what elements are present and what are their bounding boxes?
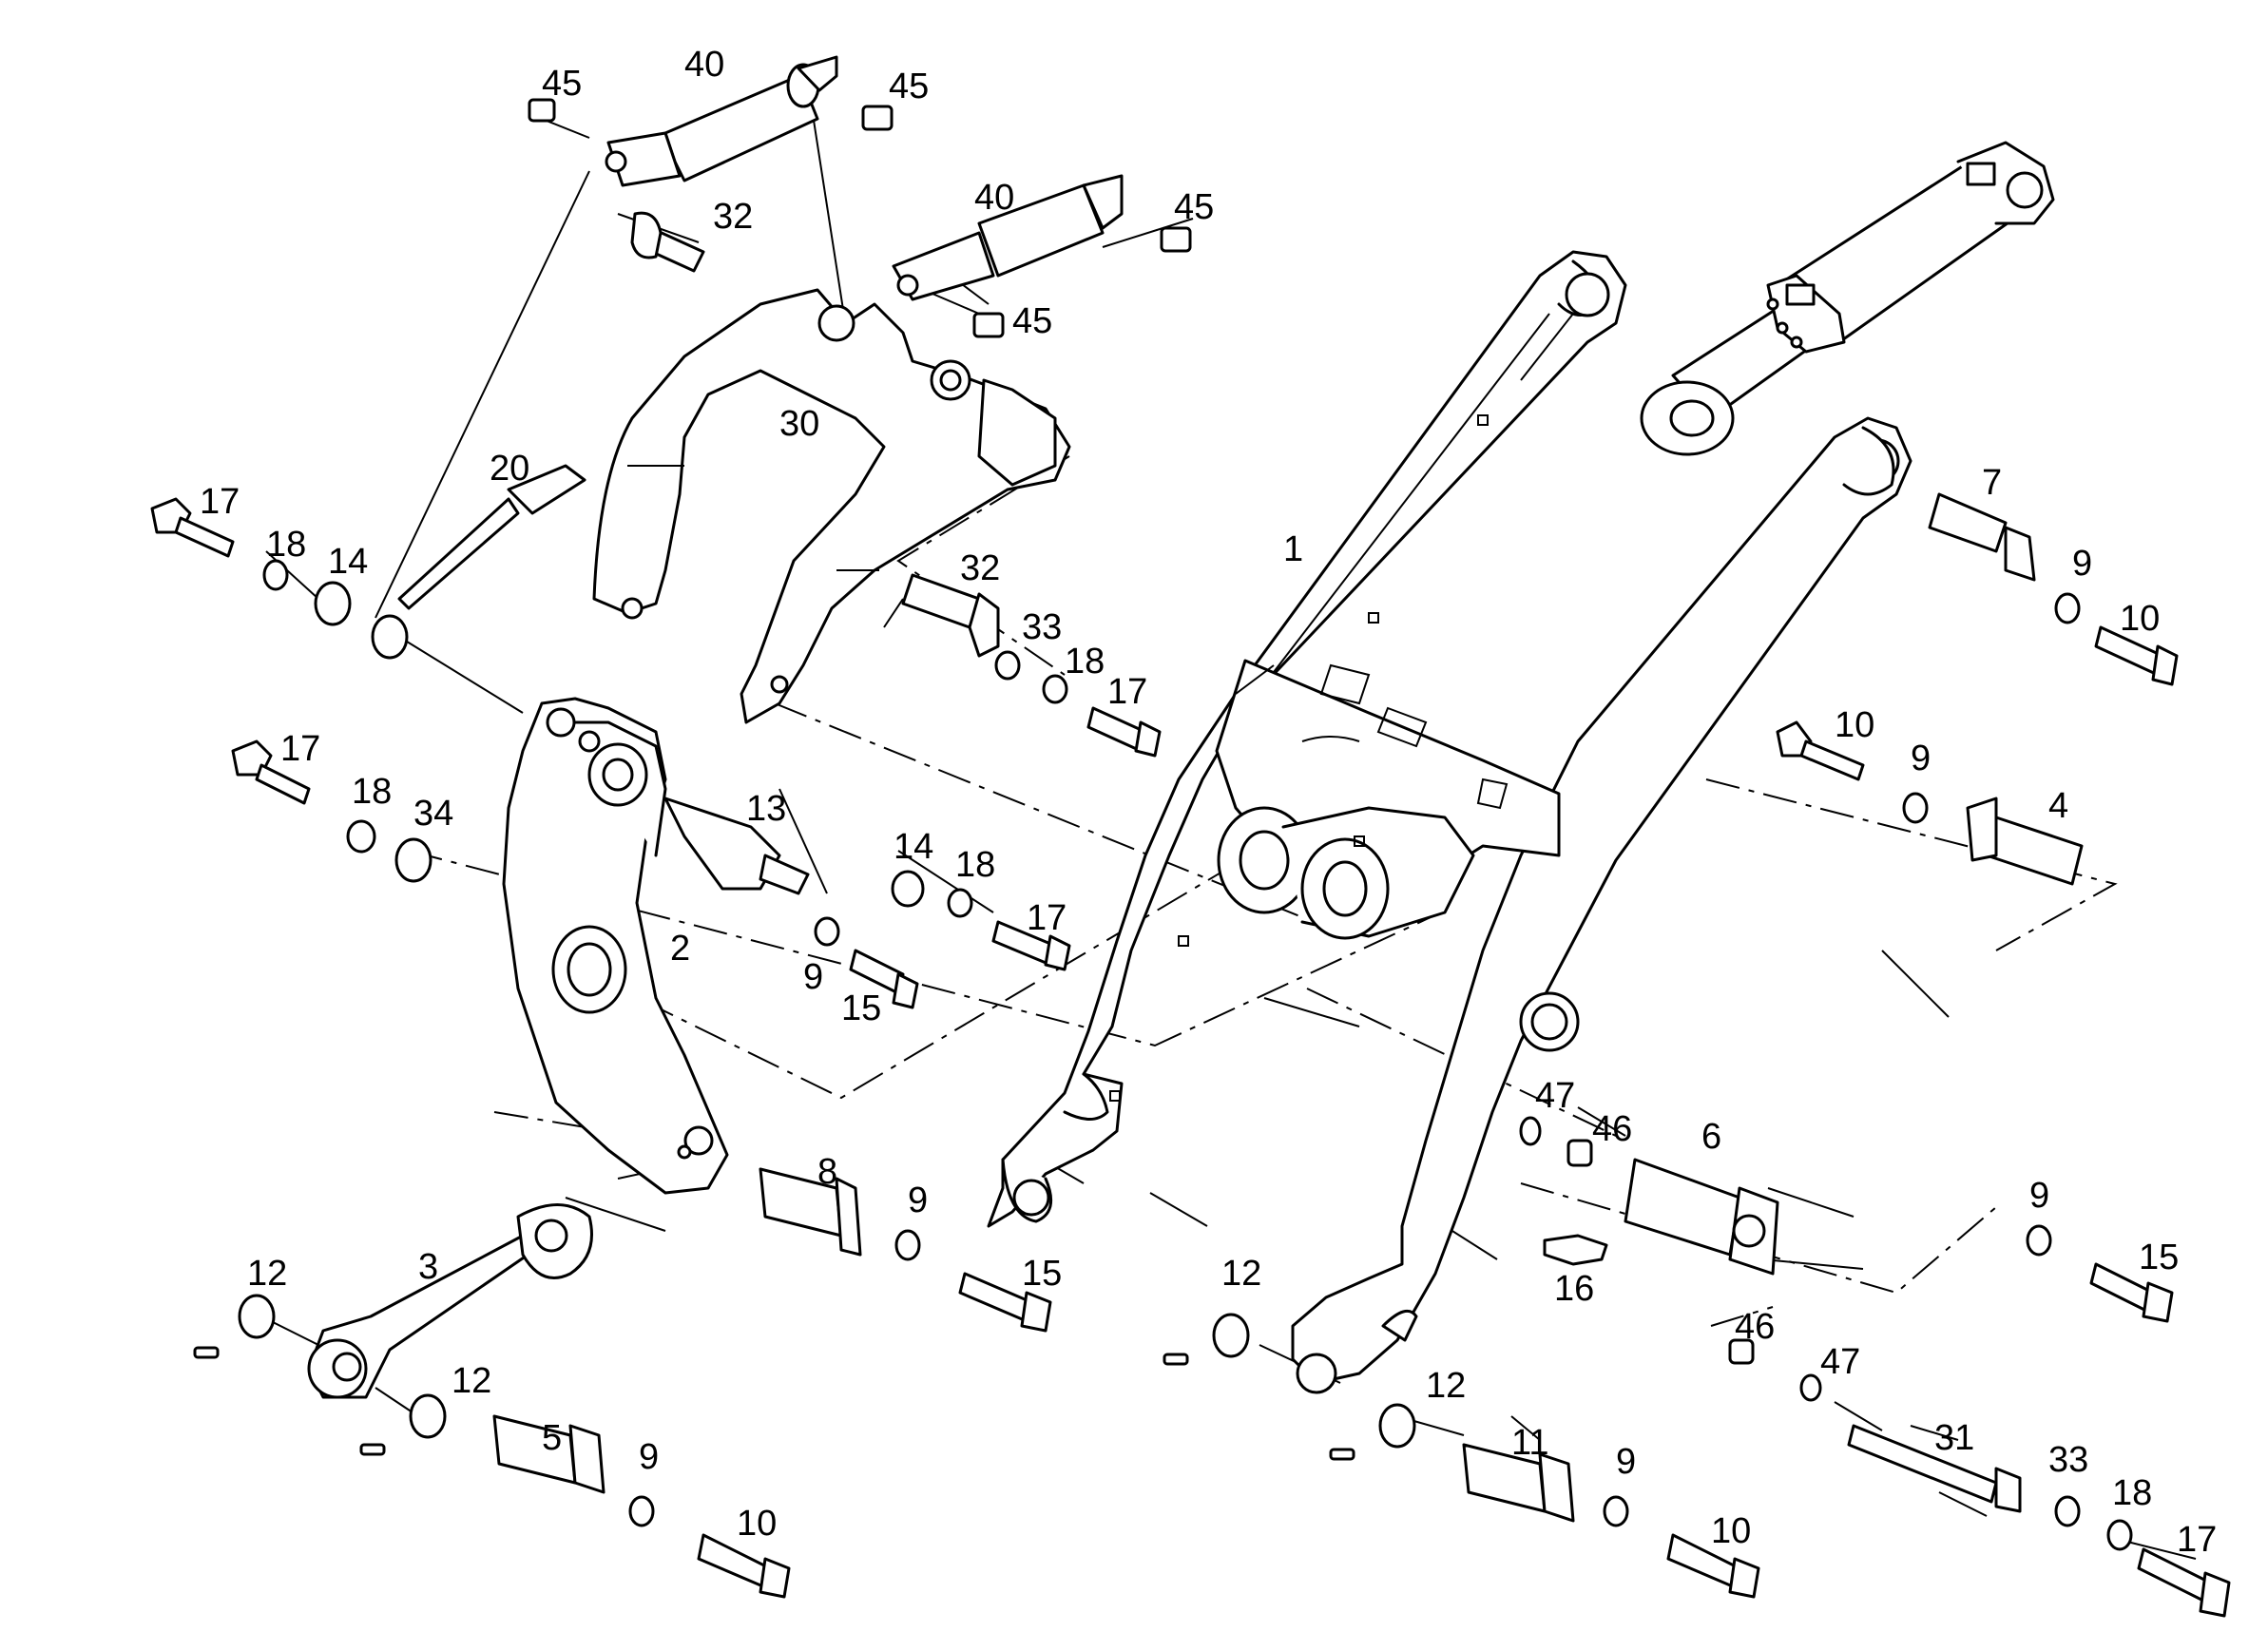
pins xyxy=(492,55,2084,1523)
callout-label: 1 xyxy=(1283,529,1303,569)
callout-label: 9 xyxy=(1616,1442,1636,1482)
callout-label: 8 xyxy=(817,1152,837,1192)
assembly-centerlines xyxy=(408,455,2118,1327)
callout-label: 2 xyxy=(670,929,690,969)
callout-label: 46 xyxy=(1735,1307,1775,1347)
connecting-link xyxy=(307,1203,593,1399)
callout-label: 31 xyxy=(1934,1418,1974,1458)
callout-label: 33 xyxy=(2048,1440,2088,1480)
callout-label: 15 xyxy=(841,989,881,1028)
callout-label: 6 xyxy=(1701,1117,1721,1157)
callout-label: 9 xyxy=(803,957,823,997)
fasteners xyxy=(150,464,2231,1618)
callout-label: 32 xyxy=(713,197,753,237)
bellcrank-lever xyxy=(502,697,729,1195)
callout-label: 11 xyxy=(1511,1423,1548,1463)
callout-label: 9 xyxy=(639,1437,659,1477)
callout-label: 17 xyxy=(280,729,320,769)
callout-label: 45 xyxy=(1012,301,1052,341)
callout-label: 45 xyxy=(889,67,929,106)
hydraulic-cylinder xyxy=(1640,141,2055,456)
callout-label: 12 xyxy=(247,1254,287,1294)
callout-label: 18 xyxy=(266,525,306,565)
callout-label: 40 xyxy=(684,45,724,85)
callout-label: 18 xyxy=(352,772,392,812)
callout-label: 10 xyxy=(2120,599,2160,639)
callout-label: 9 xyxy=(2072,544,2092,584)
z-link-bracket xyxy=(592,288,1071,724)
callout-label: 17 xyxy=(2177,1520,2217,1560)
callout-label: 34 xyxy=(413,794,453,834)
callout-label: 4 xyxy=(2048,786,2068,826)
callout-label: 10 xyxy=(1711,1511,1751,1551)
callout-label: 9 xyxy=(908,1181,928,1220)
callout-label: 16 xyxy=(1554,1269,1594,1309)
callout-label: 45 xyxy=(542,64,582,104)
callout-label: 20 xyxy=(490,449,529,489)
callout-label: 47 xyxy=(1820,1342,1860,1382)
callout-label: 13 xyxy=(746,789,786,829)
callout-label: 18 xyxy=(955,845,995,885)
loader-arm-frame xyxy=(987,250,1912,1394)
callout-label: 30 xyxy=(779,404,819,444)
callout-label: 33 xyxy=(1022,607,1062,647)
callout-label: 18 xyxy=(1065,642,1105,682)
callout-label: 3 xyxy=(418,1247,438,1287)
callout-label: 15 xyxy=(2139,1238,2179,1277)
callout-label: 15 xyxy=(1022,1254,1062,1294)
callout-label: 5 xyxy=(542,1418,562,1458)
callout-label: 9 xyxy=(1911,739,1931,778)
callout-label: 12 xyxy=(1426,1366,1466,1406)
callout-label: 12 xyxy=(452,1361,491,1401)
callout-label: 14 xyxy=(894,827,933,867)
callout-label: 40 xyxy=(974,178,1014,218)
callout-label: 10 xyxy=(1835,705,1874,745)
callout-label: 46 xyxy=(1592,1109,1632,1149)
callout-label: 10 xyxy=(737,1504,777,1544)
callout-label: 32 xyxy=(960,548,1000,588)
callout-label: 17 xyxy=(1027,898,1067,938)
callout-label: 45 xyxy=(1174,187,1214,227)
callout-label: 14 xyxy=(328,542,368,582)
callout-label: 7 xyxy=(1982,463,2002,503)
part-callouts: 45 40 45 32 40 45 45 30 20 17 18 14 7 9 … xyxy=(200,45,2217,1560)
callout-label: 9 xyxy=(2029,1176,2049,1216)
callout-label: 47 xyxy=(1535,1076,1575,1116)
callout-label: 12 xyxy=(1221,1254,1261,1294)
callout-label: 18 xyxy=(2112,1473,2152,1513)
callout-label: 17 xyxy=(200,482,240,522)
callout-label: 17 xyxy=(1107,672,1147,712)
